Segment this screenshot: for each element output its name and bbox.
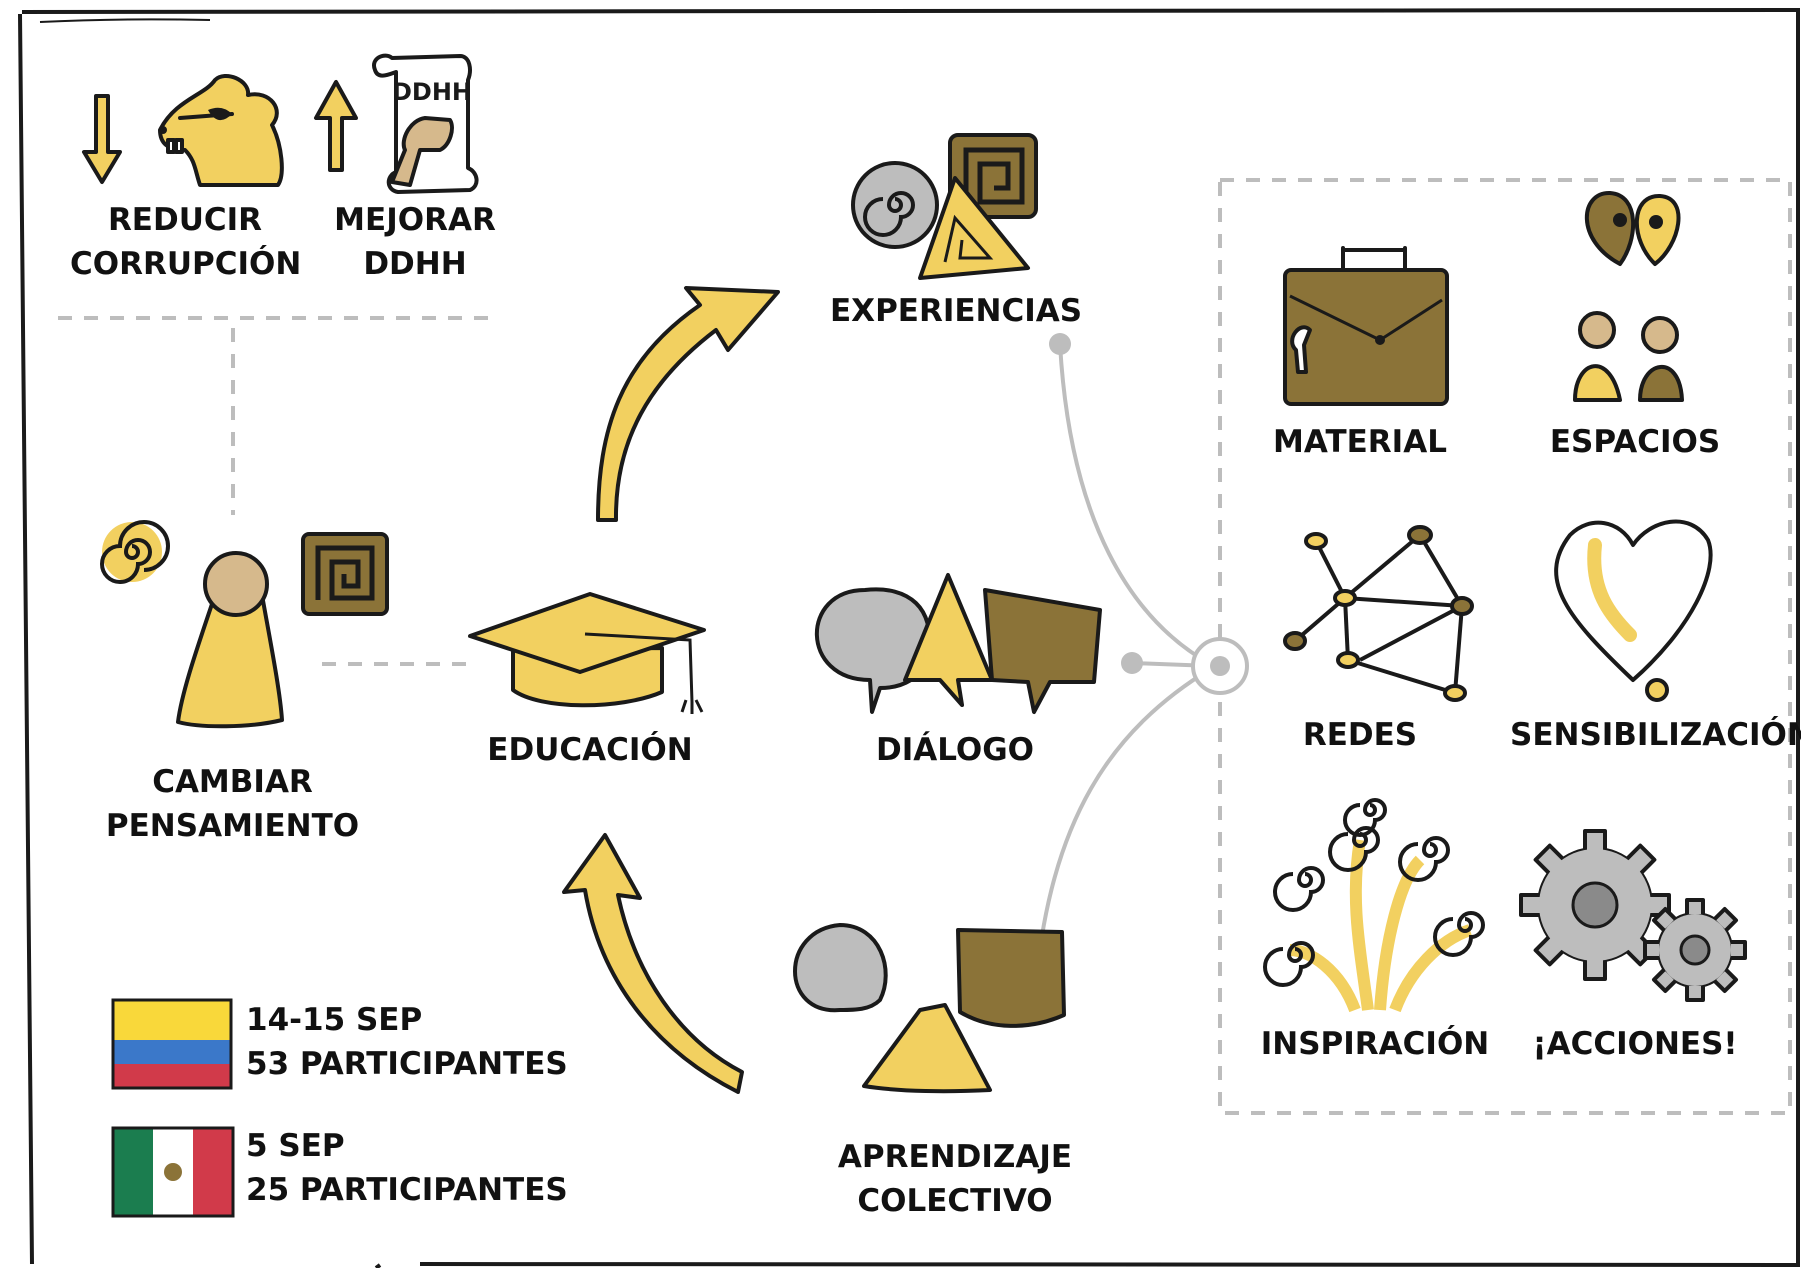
blobs-icon	[793, 923, 1066, 1094]
mindset-line2: PENSAMIENTO	[105, 808, 360, 844]
education-label: EDUCACIÓN	[487, 732, 693, 768]
outcome-material-label: MATERIAL	[1273, 424, 1447, 460]
collective-learning-label: APRENDIZAJE COLECTIVO	[820, 1135, 1090, 1223]
dialogue-connector-dot	[1121, 652, 1143, 674]
outcome-awareness-label: SENSIBILIZACIÓN	[1510, 717, 1801, 753]
improve-line2: DDHH	[363, 246, 467, 282]
network-icon	[1283, 525, 1474, 702]
heart-icon	[1554, 519, 1713, 702]
experiences-connector-dot	[1049, 333, 1071, 355]
event-colombia-dates: 14-15 SEP	[246, 1002, 423, 1038]
collective-to-hub-line	[1033, 666, 1214, 993]
improve-ddhh-label: MEJORAR DDHH	[305, 198, 525, 286]
outcome-actions-label: ¡ACCIONES!	[1532, 1026, 1738, 1062]
cycle-arrow-up	[596, 286, 780, 522]
scroll-fist-icon: DDHH	[372, 53, 479, 194]
outcome-spaces-label: ESPACIOS	[1549, 424, 1721, 460]
graduation-cap-icon	[468, 592, 706, 714]
experiences-to-hub-line	[1058, 343, 1213, 667]
reduce-corruption-label: REDUCIR CORRUPCIÓN	[70, 198, 302, 286]
event-colombia-participants: 53 PARTICIPANTES	[246, 1046, 568, 1082]
square-spiral-icon	[301, 532, 389, 616]
down-arrow-icon	[82, 94, 122, 184]
up-arrow-icon	[314, 80, 358, 172]
hub-dot	[1210, 656, 1230, 676]
swirl-icon	[100, 520, 170, 584]
speech-bubbles-icon	[814, 573, 1102, 714]
reduce-line1: REDUCIR	[107, 202, 263, 238]
change-mindset-label: CAMBIAR PENSAMIENTO	[100, 760, 365, 848]
experiences-label: EXPERIENCIAS	[830, 293, 1083, 329]
event-colombia-label: 14-15 SEP 53 PARTICIPANTES	[246, 998, 568, 1086]
gears-icon	[1519, 829, 1747, 1002]
mindset-line1: CAMBIAR	[152, 764, 313, 800]
map-pin-people-icon	[1573, 190, 1684, 402]
shapes-icon	[851, 133, 1038, 280]
outcome-networks-label: REDES	[1302, 717, 1418, 753]
person-icon	[176, 551, 284, 729]
mexico-flag-icon	[111, 1126, 235, 1218]
dialogue-label: DIÁLOGO	[875, 732, 1035, 768]
event-mexico-label: 5 SEP 25 PARTICIPANTES	[246, 1124, 568, 1212]
rat-with-sunglasses-icon	[158, 74, 284, 187]
improve-line1: MEJORAR	[334, 202, 496, 238]
collective-line1: APRENDIZAJE	[837, 1139, 1073, 1175]
scroll-text: DDHH	[392, 78, 472, 106]
event-mexico-participants: 25 PARTICIPANTES	[246, 1172, 568, 1208]
frame-inner-top	[39, 18, 211, 23]
briefcase-icon	[1283, 246, 1449, 406]
cycle-arrow-down	[562, 833, 744, 1094]
outcome-inspiration-label: INSPIRACIÓN	[1260, 1026, 1490, 1062]
reduce-line2: CORRUPCIÓN	[70, 246, 302, 282]
event-mexico-dates: 5 SEP	[246, 1128, 345, 1164]
swirls-icon	[1263, 798, 1485, 1013]
collective-line2: COLECTIVO	[857, 1183, 1053, 1219]
colombia-flag-icon	[111, 998, 233, 1090]
